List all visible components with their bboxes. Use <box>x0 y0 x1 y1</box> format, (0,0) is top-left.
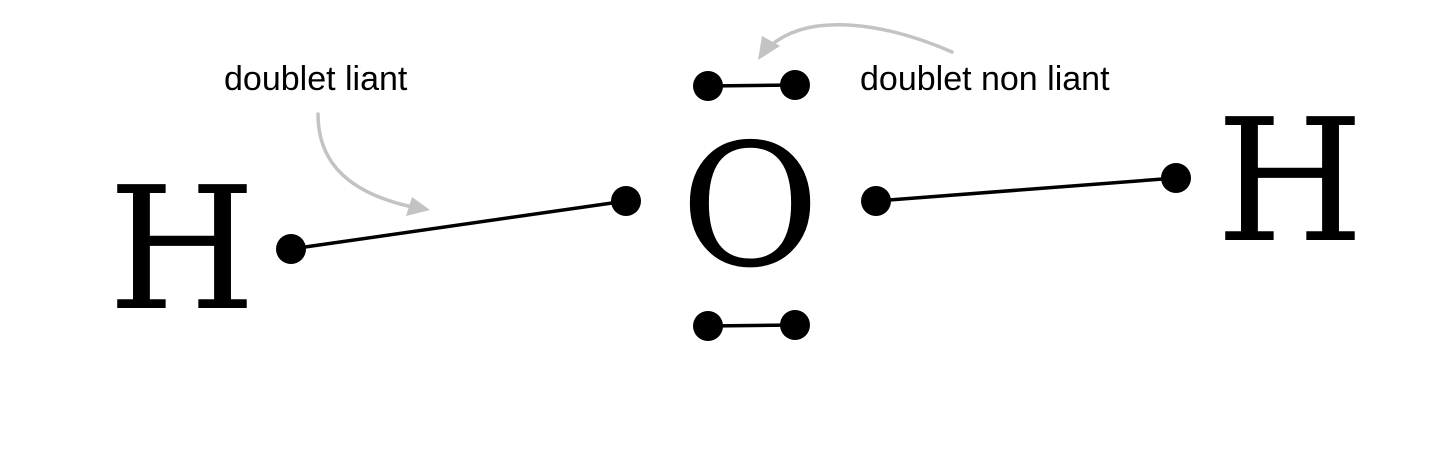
label-lone-pair: doublet non liant <box>860 60 1110 98</box>
bond-line-right <box>874 176 1178 203</box>
electron-dot <box>1161 163 1191 193</box>
electron-dot <box>611 186 641 216</box>
lone-pair-top <box>693 70 810 101</box>
electron-dot <box>276 234 306 264</box>
electron-dot <box>693 311 723 341</box>
atom-oxygen: O <box>680 108 819 306</box>
arrow-head-icon <box>758 36 780 60</box>
pointer-lone-pair <box>758 23 954 60</box>
electron-dot <box>693 71 723 101</box>
electron-dot <box>861 186 891 216</box>
electron-dot <box>780 70 810 100</box>
bond-o-h-right <box>861 163 1191 216</box>
electron-dot <box>780 310 810 340</box>
label-bonding-pair: doublet liant <box>224 60 408 98</box>
lone-pair-bottom <box>693 310 810 341</box>
pointer-bonding-pair <box>316 112 430 216</box>
bond-line-left <box>289 199 628 251</box>
atom-hydrogen-right: H <box>1216 83 1364 281</box>
atom-hydrogen-left: H <box>108 151 256 349</box>
arrow-head-icon <box>406 197 430 216</box>
bond-h-left-o <box>276 186 641 264</box>
